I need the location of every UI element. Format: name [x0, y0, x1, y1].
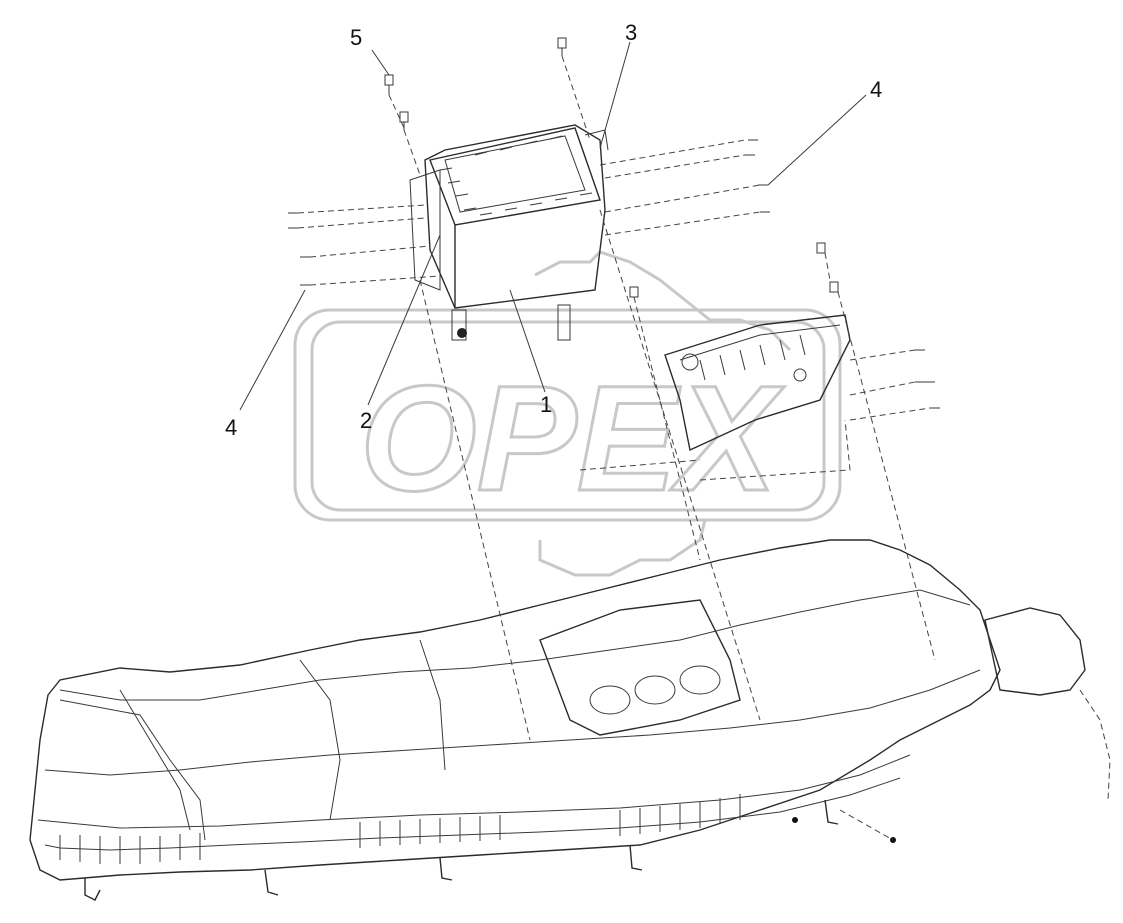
screw-dot-1: [792, 817, 798, 823]
cluster-body: [424, 124, 606, 309]
leader-4a: [767, 94, 867, 186]
screw-left-1: [288, 212, 310, 286]
cluster-mount-bracket-left: [409, 169, 441, 291]
switch-panel: [579, 314, 851, 481]
cluster-connector-left: [451, 309, 467, 341]
screw-top-2: [399, 111, 409, 130]
right-pod: [984, 607, 1086, 696]
instrument-cluster: [409, 124, 609, 341]
switch-panel-body: [664, 314, 851, 452]
control-knob-left: [589, 685, 631, 715]
vent-grid: [44, 777, 901, 864]
switch-screw: [793, 368, 807, 382]
leader-lines: [239, 41, 867, 411]
foot-1: [84, 878, 101, 901]
cluster-top-bezel: [429, 127, 601, 226]
switch-knob: [681, 353, 699, 371]
control-knob-center: [634, 675, 676, 705]
screw-right-group: [745, 139, 770, 213]
leader-4b: [239, 289, 306, 411]
foot-2: [264, 869, 279, 896]
dashboard-assembly: [29, 539, 1111, 901]
callout-1: 1: [540, 392, 552, 417]
foot-5: [824, 799, 839, 825]
callout-3: 3: [625, 20, 637, 45]
cluster-connector-right: [557, 304, 571, 341]
screw-mid: [629, 286, 639, 298]
watermark-text: OPEX: [360, 354, 785, 522]
foot-4: [629, 844, 643, 871]
cluster-connector-pin: [457, 328, 467, 338]
screws: [288, 37, 940, 741]
callout-2: 2: [360, 408, 372, 433]
leader-5: [371, 49, 390, 76]
dashboard-outline: [29, 539, 1001, 881]
foot-3: [439, 857, 453, 881]
watermark: OPEX: [293, 250, 842, 577]
console-opening: [539, 599, 741, 736]
callout-4-upper: 4: [870, 77, 882, 102]
screw-top-1: [384, 74, 394, 95]
screw-right-1: [816, 242, 826, 254]
callout-4-lower: 4: [225, 415, 237, 440]
leader-1: [509, 289, 546, 393]
callout-5: 5: [350, 25, 362, 50]
screw-right-2: [829, 281, 839, 293]
control-knob-right: [679, 665, 721, 695]
screw-panel-group: [915, 349, 940, 409]
screw-top-3: [557, 37, 567, 56]
watermark-inner-frame: [310, 320, 826, 512]
callouts: 1 2 3 4 4 5: [225, 20, 882, 440]
watermark-outer-frame: [293, 308, 842, 522]
leader-3: [599, 41, 631, 149]
leader-2: [367, 234, 441, 406]
